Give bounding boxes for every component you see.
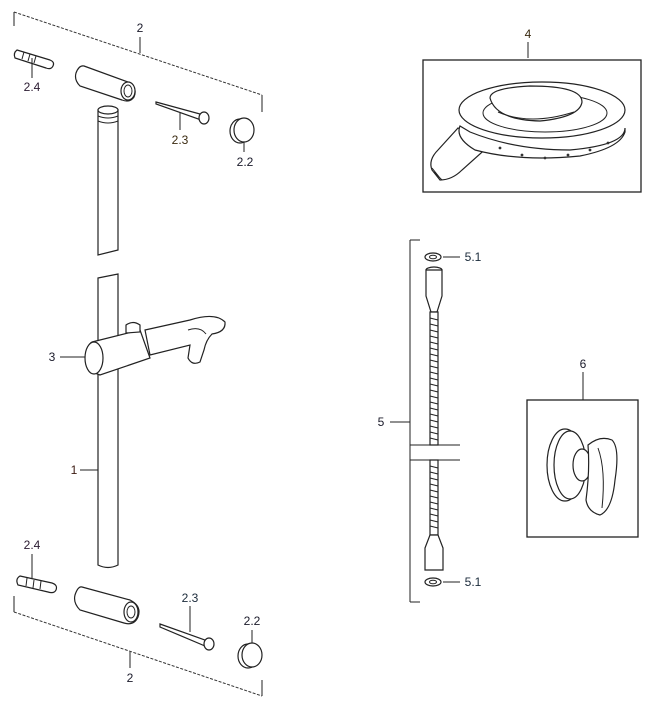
- label-cap-top: 2.2: [237, 155, 254, 169]
- cap-top: [229, 117, 255, 152]
- label-wall-plug-top: 2.4: [24, 80, 41, 94]
- rail-upper: [97, 105, 119, 256]
- label-rail-set-bottom: 2: [127, 671, 134, 685]
- hand-shower: [430, 81, 626, 181]
- top-bracket: [13, 11, 263, 112]
- label-wall-outlet: 6: [580, 357, 587, 371]
- washer-bottom: [424, 577, 460, 587]
- washer-top: [424, 252, 460, 262]
- cap-bottom: [237, 630, 263, 669]
- rail-bracket-bottom: [73, 586, 140, 625]
- label-cap-bottom: 2.2: [244, 614, 261, 628]
- hose: [410, 266, 460, 571]
- bottom-bracket: [13, 596, 263, 697]
- label-screw-bottom: 2.3: [182, 591, 199, 605]
- hose-bracket: [390, 239, 420, 603]
- screw-bottom: [159, 606, 215, 651]
- screw-top: [155, 101, 210, 130]
- label-hand-shower: 4: [525, 27, 532, 41]
- label-screw-top: 2.3: [172, 133, 189, 147]
- rail: [97, 273, 119, 569]
- label-rail: 1: [71, 463, 78, 477]
- label-hose: 5: [378, 415, 385, 429]
- slider-holder: [60, 315, 226, 376]
- wall-plug-bottom: [16, 554, 58, 594]
- wall-outlet-holder: [546, 428, 618, 516]
- wall-plug-top: [13, 49, 55, 78]
- rail-bracket-top: [74, 65, 136, 102]
- label-washer-top: 5.1: [465, 250, 482, 264]
- label-washer-bottom: 5.1: [465, 575, 482, 589]
- label-rail-set-top: 2: [137, 21, 144, 35]
- label-wall-plug-bottom: 2.4: [24, 538, 41, 552]
- label-slider: 3: [49, 350, 56, 364]
